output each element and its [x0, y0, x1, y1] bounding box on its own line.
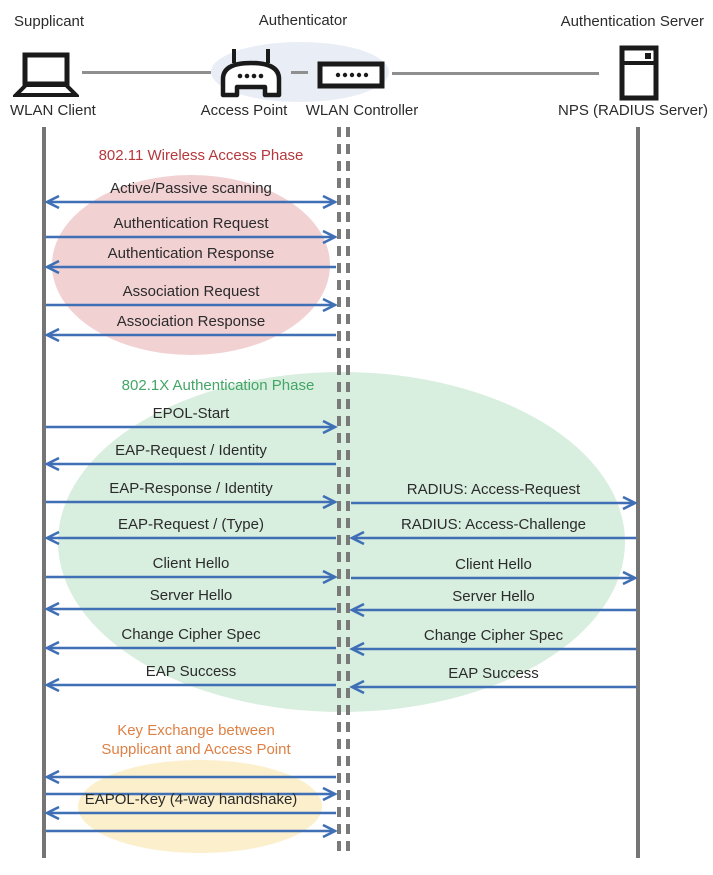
- phase1-title: 802.11 Wireless Access Phase: [98, 147, 304, 164]
- wlan-controller-icon: [317, 61, 385, 89]
- message-label: Client Hello: [455, 556, 532, 573]
- message-label: Server Hello: [452, 588, 535, 605]
- device-label-access-point: Access Point: [200, 102, 288, 119]
- lifeline-dashed-right: [346, 127, 350, 858]
- message-arrow-left: [44, 677, 336, 693]
- phase1-ellipse: [52, 175, 330, 355]
- message-arrow-right: [351, 495, 638, 511]
- device-label-nps-radius-server: NPS (RADIUS Server): [557, 102, 709, 119]
- message-arrow-left: [44, 769, 336, 785]
- message-arrow-left: [44, 530, 336, 546]
- device-label-wlan-client: WLAN Client: [10, 102, 96, 119]
- phase2-ellipse: [58, 372, 625, 712]
- message-arrow-right: [351, 570, 638, 586]
- phase2-title: 802.1X Authentication Phase: [121, 377, 315, 394]
- message-arrow-left: [44, 327, 336, 343]
- message-arrow-left: [44, 456, 336, 472]
- laptop-icon: [13, 52, 79, 97]
- connector-client-ap: [82, 71, 211, 74]
- connector-controller-server: [392, 72, 599, 75]
- message-label: Change Cipher Spec: [121, 626, 261, 643]
- message-label: EAP-Response / Identity: [109, 480, 273, 497]
- message-arrow-right: [46, 229, 338, 245]
- message-arrow-both: [44, 194, 338, 210]
- lifeline-wlan-client: [42, 127, 46, 858]
- role-label-authentication-server: Authentication Server: [560, 13, 704, 30]
- message-label: RADIUS: Access-Challenge: [400, 516, 587, 533]
- message-label: EAP Success: [448, 665, 539, 682]
- message-arrow-left: [44, 601, 336, 617]
- message-arrow-right: [46, 786, 338, 802]
- phase3-ellipse: [78, 760, 322, 853]
- phase3-title: Key Exchange between Supplicant and Acce…: [101, 722, 291, 758]
- message-arrow-left: [44, 259, 336, 275]
- message-arrow-right: [46, 297, 338, 313]
- message-label: Change Cipher Spec: [423, 627, 564, 644]
- message-arrow-left: [349, 530, 636, 546]
- message-label: EAP Success: [145, 663, 237, 680]
- message-arrow-right: [46, 823, 338, 839]
- message-label: EAP-Request / (Type): [118, 516, 264, 533]
- message-label: Authentication Request: [113, 215, 269, 232]
- message-label: Association Response: [116, 313, 266, 330]
- message-label: EPOL-Start: [152, 405, 230, 422]
- message-label: Client Hello: [152, 555, 230, 572]
- message-label: EAP-Request / Identity: [115, 442, 267, 459]
- message-label: EAPOL-Key (4-way handshake): [84, 791, 298, 808]
- message-label: Authentication Response: [107, 245, 275, 262]
- message-label: RADIUS: Access-Request: [406, 481, 581, 498]
- device-label-wlan-controller: WLAN Controller: [305, 102, 419, 119]
- message-arrow-right: [46, 419, 338, 435]
- connector-ap-controller: [291, 71, 308, 74]
- server-icon: [619, 45, 659, 101]
- message-label: Association Request: [122, 283, 260, 300]
- message-arrow-left: [44, 805, 336, 821]
- message-label: Active/Passive scanning: [110, 180, 272, 197]
- role-label-supplicant: Supplicant: [14, 13, 85, 30]
- message-label: Server Hello: [149, 587, 233, 604]
- role-label-authenticator: Authenticator: [258, 12, 348, 29]
- lifeline-radius-server: [636, 127, 640, 858]
- message-arrow-left: [349, 679, 636, 695]
- message-arrow-right: [46, 494, 338, 510]
- lifeline-dashed-left: [337, 127, 341, 858]
- message-arrow-right: [46, 569, 338, 585]
- message-arrow-left: [44, 640, 336, 656]
- message-arrow-left: [349, 602, 636, 618]
- access-point-icon: [220, 49, 282, 98]
- message-arrow-left: [349, 641, 636, 657]
